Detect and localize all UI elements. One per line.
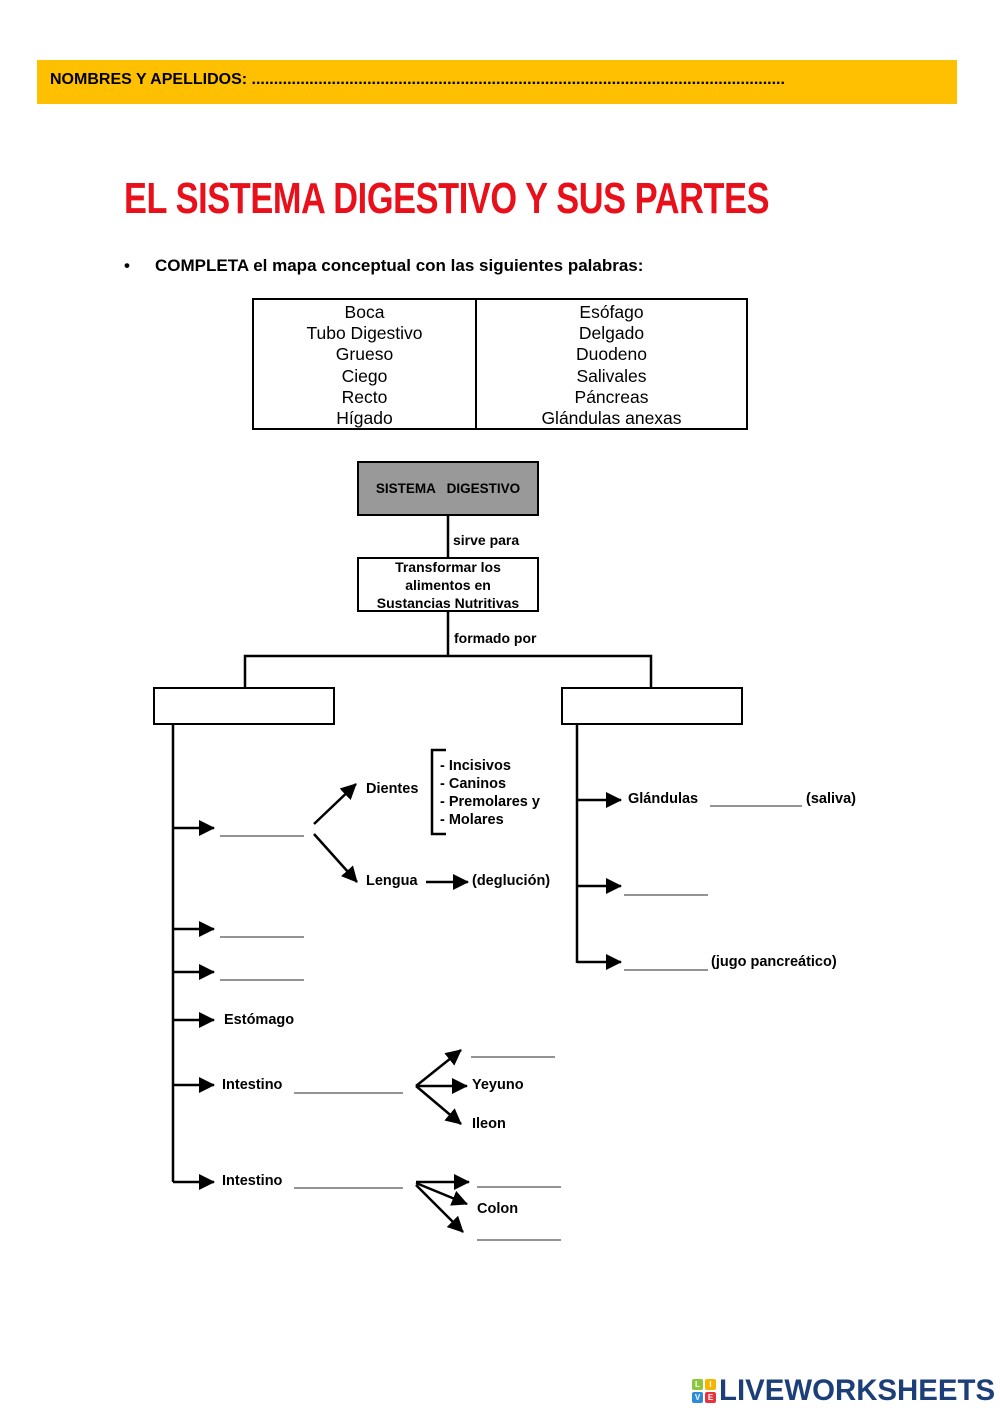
link-label-sirve-para: sirve para bbox=[453, 532, 520, 548]
label-yeyuno: Yeyuno bbox=[472, 1077, 524, 1093]
word-bank-item: Esófago bbox=[579, 302, 644, 322]
label-colon: Colon bbox=[477, 1201, 519, 1217]
link-label-formado-por: formado por bbox=[454, 630, 537, 646]
word-bank-item: Grueso bbox=[335, 344, 394, 365]
root-box: SISTEMA DIGESTIVO bbox=[357, 461, 539, 516]
label-saliva: (saliva) bbox=[806, 791, 856, 807]
logo-tile: I bbox=[705, 1379, 716, 1390]
label-intestino-grueso: Intestino bbox=[222, 1173, 283, 1189]
label-lengua: Lengua bbox=[366, 873, 418, 889]
label-glandulas: Glándulas bbox=[628, 791, 699, 807]
arrow-dientes bbox=[313, 783, 357, 825]
function-line: Sustancias Nutritivas bbox=[376, 594, 520, 611]
name-field-label: NOMBRES Y APELLIDOS: ...................… bbox=[50, 71, 785, 88]
logo-tile: E bbox=[705, 1392, 716, 1403]
teeth-type: - Incisivos bbox=[440, 758, 511, 774]
label-ileon: Ileon bbox=[472, 1116, 506, 1132]
arrow-colon bbox=[415, 1181, 468, 1206]
word-bank-item: Recto bbox=[341, 386, 388, 407]
arrow-lengua bbox=[313, 833, 358, 883]
word-bank-column-1: Boca Tubo Digestivo Grueso Ciego Recto H… bbox=[254, 300, 477, 428]
label-estomago: Estómago bbox=[224, 1012, 295, 1028]
right-branch-answer-box[interactable] bbox=[561, 687, 743, 725]
left-branch-answer-box[interactable] bbox=[153, 687, 335, 725]
name-field-bar[interactable]: NOMBRES Y APELLIDOS: ...................… bbox=[37, 60, 957, 104]
label-jugo-pancreatico: (jugo pancreático) bbox=[711, 954, 837, 970]
page-title: EL SISTEMA DIGESTIVO Y SUS PARTES bbox=[124, 174, 770, 223]
word-bank-column-2: Esófago Delgado Duodeno Salivales Páncre… bbox=[477, 300, 746, 428]
instruction-text: COMPLETA el mapa conceptual con las sigu… bbox=[155, 256, 644, 275]
word-bank-table: Boca Tubo Digestivo Grueso Ciego Recto H… bbox=[252, 298, 748, 430]
logo-tiles-icon: L I V E bbox=[692, 1379, 716, 1403]
teeth-bracket bbox=[430, 748, 446, 836]
function-line: alimentos en bbox=[405, 576, 491, 593]
logo-tile: L bbox=[692, 1379, 703, 1390]
label-dientes: Dientes bbox=[366, 781, 419, 797]
root-label: SISTEMA DIGESTIVO bbox=[375, 481, 521, 496]
word-bank-item: Tubo Digestivo bbox=[306, 323, 423, 344]
teeth-type: - Molares bbox=[440, 812, 504, 828]
brand-name: LIVEWORKSHEETS bbox=[719, 1374, 996, 1407]
label-deglucion: (deglución) bbox=[472, 873, 551, 889]
liveworksheets-logo: L I V E LIVEWORKSHEETS bbox=[692, 1374, 1000, 1408]
function-line: Transformar los bbox=[395, 558, 501, 575]
arrow-ileon bbox=[415, 1085, 462, 1125]
teeth-type: - Caninos bbox=[440, 776, 507, 792]
word-bank-item: Hígado bbox=[336, 408, 393, 429]
bullet-icon: • bbox=[124, 256, 130, 275]
arrow-recto bbox=[415, 1184, 464, 1233]
word-bank-item: Duodeno bbox=[575, 344, 648, 365]
connector-line bbox=[243, 654, 653, 689]
word-bank-item: Delgado bbox=[578, 323, 645, 344]
arrow-duodeno bbox=[415, 1049, 462, 1087]
logo-tile: V bbox=[692, 1392, 703, 1403]
word-bank-item: Glándulas anexas bbox=[541, 408, 682, 429]
teeth-type: - Premolares y bbox=[440, 794, 540, 810]
word-bank-item: Salivales bbox=[576, 365, 647, 386]
word-bank-item: Páncreas bbox=[574, 386, 649, 407]
function-box: Transformar los alimentos en Sustancias … bbox=[357, 557, 539, 612]
label-intestino-delgado: Intestino bbox=[222, 1077, 283, 1093]
teeth-types-list: - Incisivos - Caninos - Premolares y - M… bbox=[440, 757, 540, 829]
instruction: • COMPLETA el mapa conceptual con las sig… bbox=[124, 256, 643, 276]
word-bank-item: Boca bbox=[344, 302, 385, 322]
word-bank-item: Ciego bbox=[341, 365, 388, 386]
